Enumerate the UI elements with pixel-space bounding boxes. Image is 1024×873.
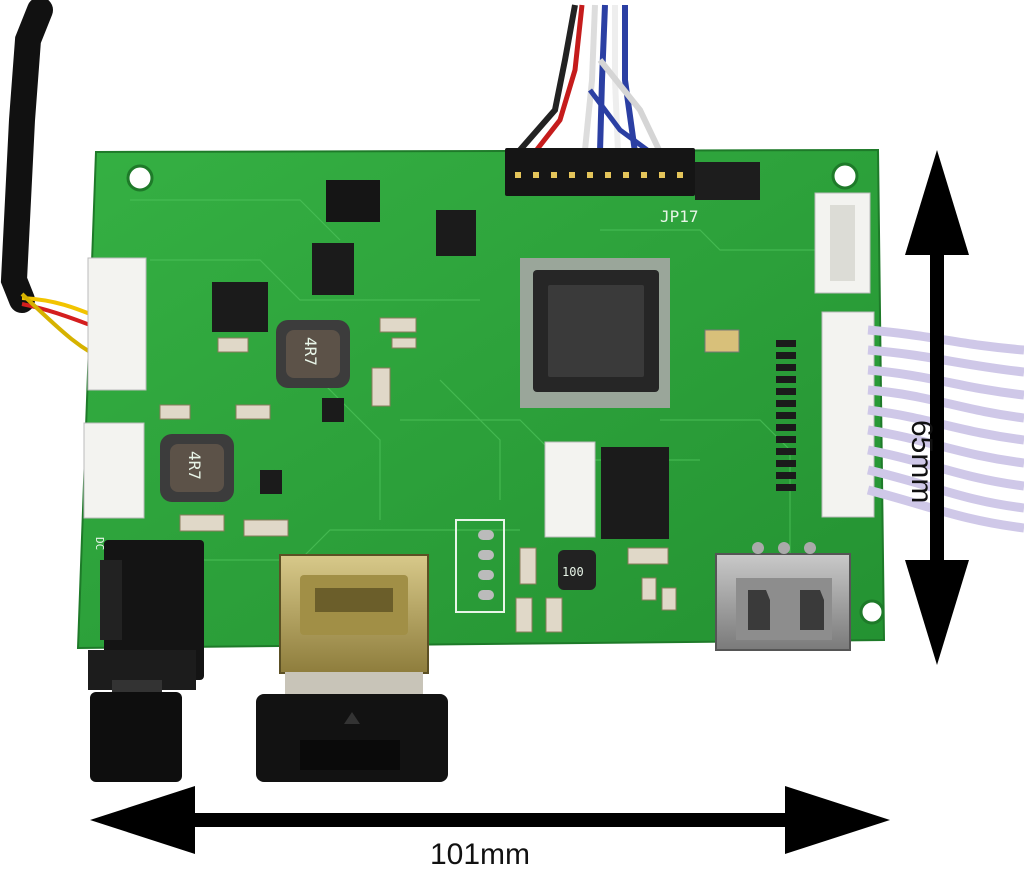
left-top-connector: [87, 257, 147, 391]
pad-strip: [455, 519, 505, 613]
height-dimension-arrow: [905, 150, 969, 665]
width-dimension-arrow: [90, 786, 890, 854]
crystal-oscillator: [704, 329, 740, 353]
ic-chip: [322, 398, 344, 422]
ic-chip: [312, 243, 354, 295]
regulator-chip: [212, 282, 268, 332]
svg-text:100: 100: [562, 565, 584, 579]
right-ribbon-connector: [821, 311, 1024, 533]
right-top-connector: [814, 192, 871, 294]
lvds-header-connector: JP17: [505, 148, 760, 226]
left-bottom-connector: [83, 422, 145, 519]
inductor-1: 4R7: [276, 320, 350, 388]
svg-text:DC: DC: [93, 537, 106, 550]
ic-chip: [601, 447, 669, 539]
width-dimension-label: 101mm: [430, 838, 531, 871]
main-controller-chip: [520, 258, 670, 408]
resistor-array: [776, 340, 796, 491]
svg-text:4R7: 4R7: [301, 337, 320, 366]
small-inductor: 100: [558, 550, 596, 590]
jumper-header: [326, 180, 380, 222]
hdmi-port: [256, 554, 448, 782]
inductor-2: 4R7: [160, 434, 234, 502]
smd-components: [159, 317, 677, 633]
ic-chip: [436, 210, 476, 256]
header-silkscreen-label: JP17: [660, 207, 699, 226]
svg-text:4R7: 4R7: [185, 451, 204, 480]
dc-power-jack: DC: [88, 537, 204, 782]
lvds-wires: [517, 4, 663, 155]
ic-chip: [260, 470, 282, 494]
center-connector: [544, 441, 596, 538]
usb-port: [715, 542, 851, 651]
height-dimension-label: 65mm: [905, 420, 938, 504]
